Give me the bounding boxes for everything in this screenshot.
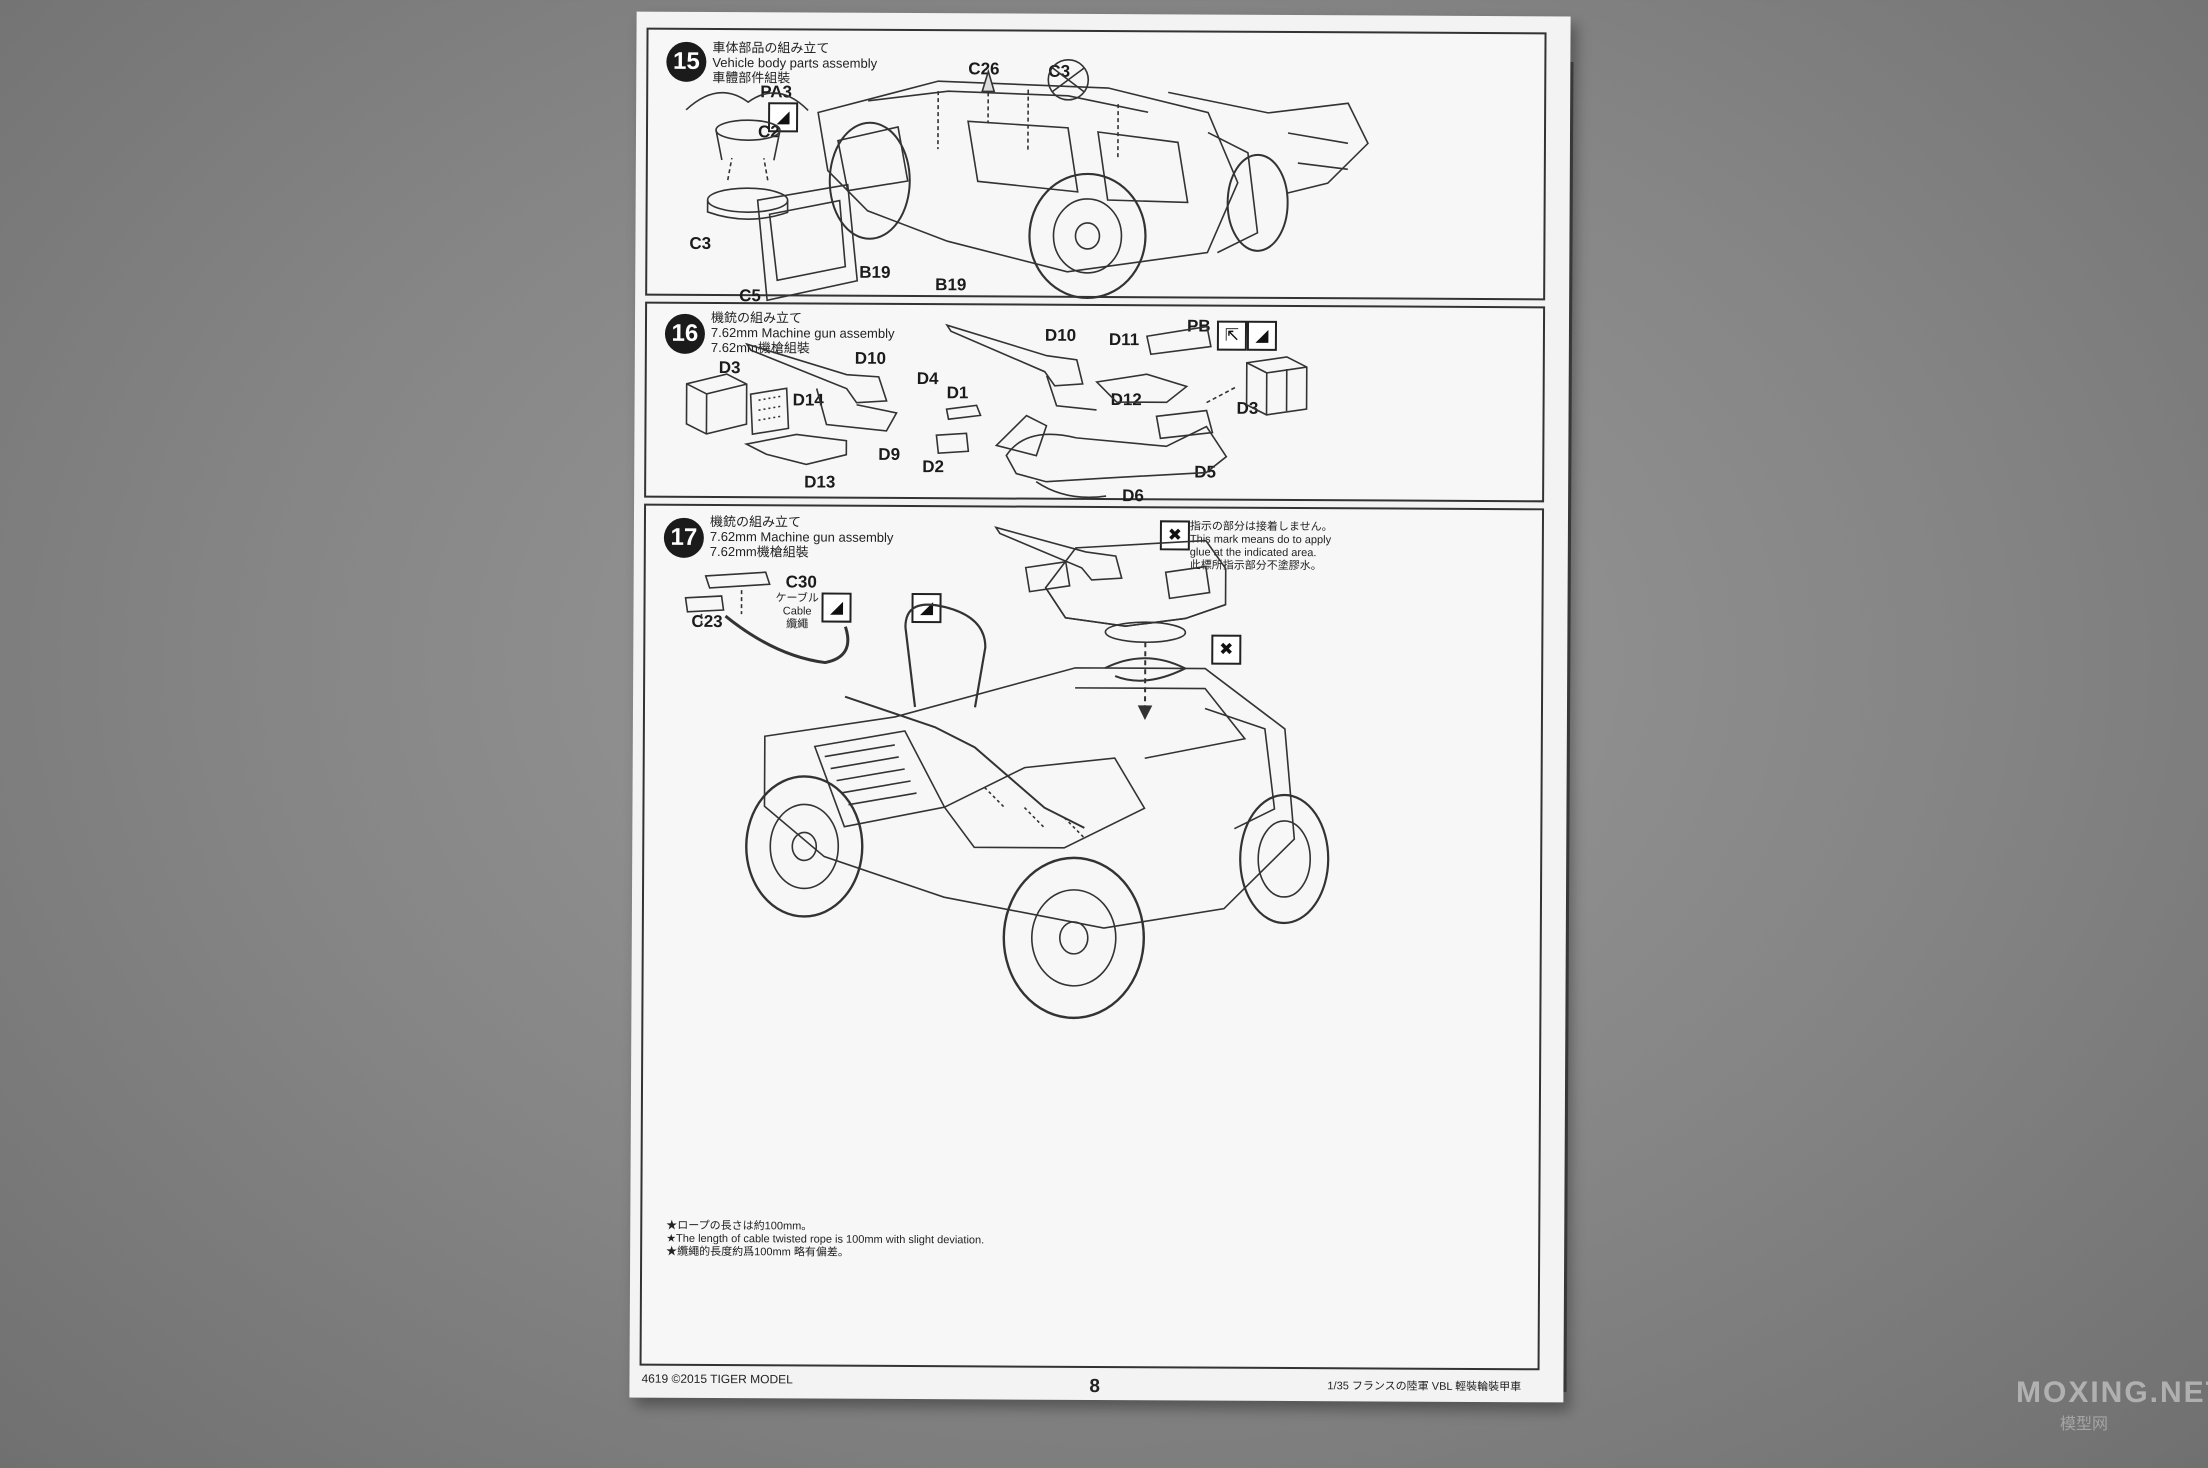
watermark-sub: 模型网 <box>2060 1416 2109 1433</box>
step-15-panel: 15 車体部品の組み立て Vehicle body parts assembly… <box>645 27 1547 305</box>
footer-copyright: 4619 ©2015 TIGER MODEL <box>641 1371 793 1387</box>
watermark: MOXING.NET <box>2016 1376 2208 1409</box>
footer-kit-name: 1/35 フランスの陸軍 VBL 輕裝輪裝甲車 <box>1327 1380 1522 1394</box>
instruction-page: 15 車体部品の組み立て Vehicle body parts assembly… <box>629 11 1571 1403</box>
step-15-vehicle-drawing <box>685 59 1369 302</box>
step-16-machine-gun-drawing <box>685 323 1308 499</box>
step-16-panel: 16 機銃の組み立て 7.62mm Machine gun assembly 7… <box>644 301 1546 505</box>
rope-length-note: ★ロープの長さは約100mm。 ★The length of cable twi… <box>666 1219 985 1259</box>
page-number: 8 <box>1089 1375 1101 1398</box>
step-17-panel: 17 機銃の組み立て 7.62mm Machine gun assembly 7… <box>639 503 1545 1371</box>
step-17-vehicle-drawing <box>684 526 1330 1020</box>
